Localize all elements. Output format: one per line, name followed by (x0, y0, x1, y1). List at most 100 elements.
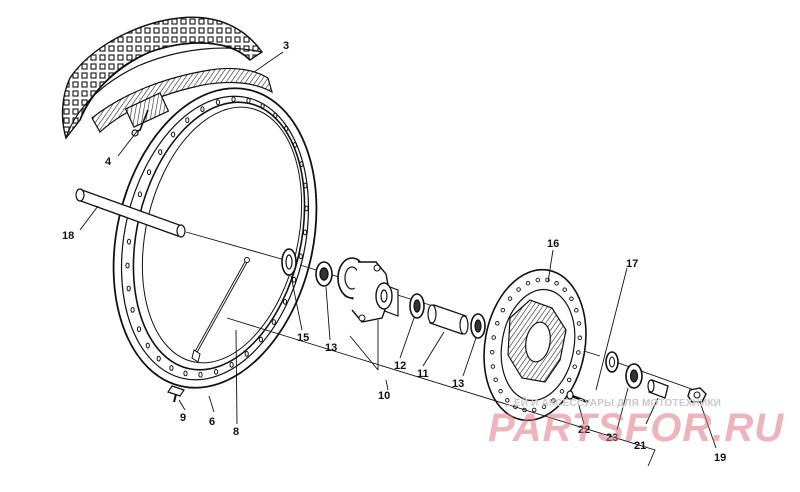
part-label-11: 11 (417, 368, 429, 380)
part-label-21: 21 (634, 440, 647, 452)
disc-vent-hole (535, 277, 541, 283)
spoke-hole (200, 106, 205, 113)
spoke (191, 257, 250, 363)
disc-vent-hole (516, 287, 521, 292)
part-label-23: 23 (606, 432, 619, 444)
disc-vent-hole (500, 307, 506, 313)
spoke-hole (282, 298, 288, 305)
hub (337, 257, 399, 323)
leader-lines (79, 51, 717, 467)
axle-nut (687, 387, 707, 403)
part-label-16: 16 (547, 238, 560, 250)
disc-vent-hole (562, 287, 567, 292)
spoke-hole (214, 368, 219, 375)
spoke-hole (304, 205, 309, 212)
part-label-9: 9 (180, 412, 187, 424)
disc-vent-hole (551, 398, 556, 403)
spoke-nipple (167, 385, 185, 403)
part-label-15: 15 (297, 332, 310, 344)
spoke-hole (156, 355, 161, 362)
part-label-8: 8 (233, 426, 240, 438)
spoke-hole (229, 361, 234, 368)
bearing-left (315, 261, 333, 287)
disc-screw (566, 390, 589, 404)
disc-vent-hole (498, 388, 503, 394)
tire (61, 16, 273, 140)
bearing-12 (409, 293, 425, 319)
disc-vent-hole (507, 296, 513, 301)
part-label-3: 3 (283, 40, 290, 52)
disc-vent-hole (489, 349, 495, 355)
spoke-hole (231, 96, 236, 103)
part-label-13a: 13 (325, 342, 338, 354)
spoke-hole (303, 182, 308, 189)
disc-vent-hole (495, 321, 500, 326)
part-label-13b: 13 (452, 378, 465, 390)
spoke-hole (169, 365, 174, 371)
part-label-18: 18 (62, 230, 75, 242)
disc-vent-hole (576, 350, 581, 355)
spoke-hole (183, 370, 188, 377)
spoke-hole (185, 117, 190, 123)
watermark-tagline: ...ЕЙ И АКСЕССУАРЫ ДЛЯ МОТОТЕХНИКИ (505, 398, 722, 409)
disc-vent-hole (525, 280, 531, 286)
disc-vent-hole (577, 335, 583, 341)
part-label-22: 22 (578, 424, 591, 436)
rim (112, 87, 318, 389)
disc-vent-hole (554, 281, 559, 286)
disc-vent-hole (531, 407, 537, 413)
bearing-23 (625, 363, 643, 389)
spoke-hole (125, 262, 130, 269)
spoke-hole (145, 342, 150, 349)
axle (75, 188, 186, 238)
disc-vent-hole (541, 404, 547, 410)
bearing-right (470, 313, 486, 339)
spoke-hole (298, 253, 303, 260)
spoke-hole (137, 191, 142, 198)
disc-vent-hole (491, 335, 496, 340)
spoke-hole (146, 169, 152, 176)
spoke-hole (271, 319, 276, 325)
spoke-hole (244, 351, 249, 357)
spoke-hole (273, 112, 278, 119)
brake-disc (483, 268, 587, 422)
disc-vent-hole (572, 364, 577, 369)
part-label-10: 10 (378, 390, 391, 402)
disc-vent-hole (559, 389, 565, 394)
watermark-logo: PARTSFOR.RU (488, 406, 785, 450)
spoke-hole (258, 336, 263, 343)
disc-vent-hole (493, 377, 498, 382)
disc-vent-hole (574, 308, 579, 313)
spoke-hole (299, 161, 304, 168)
part-label-4: 4 (105, 156, 112, 168)
spoke-hole (292, 276, 297, 283)
disc-vent-hole (505, 398, 510, 403)
spoke-hole (126, 285, 131, 292)
spoke-hole (130, 307, 135, 313)
disc-vent-hole (490, 364, 496, 369)
spoke-hole (126, 238, 132, 245)
spoke-hole (136, 326, 142, 333)
spoke-hole (302, 229, 308, 236)
disc-vent-hole (576, 321, 582, 326)
part-label-6: 6 (209, 416, 216, 428)
spoke-hole (171, 131, 176, 138)
spoke-hole (246, 97, 251, 104)
seal-17 (605, 351, 619, 373)
spoke-hole (284, 125, 289, 132)
spoke-hole (260, 103, 265, 109)
seal (281, 248, 297, 276)
part-label-17: 17 (626, 258, 639, 270)
spoke-hole (292, 142, 298, 148)
part-label-19: 19 (714, 452, 727, 464)
spoke-hole (158, 149, 163, 155)
part-label-12: 12 (394, 360, 407, 372)
disc-vent-hole (569, 296, 574, 302)
spoke-hole (198, 371, 203, 378)
spoke-hole (215, 99, 220, 106)
spacer-21 (647, 379, 669, 399)
disc-vent-hole (566, 377, 572, 383)
spacer (427, 304, 469, 335)
